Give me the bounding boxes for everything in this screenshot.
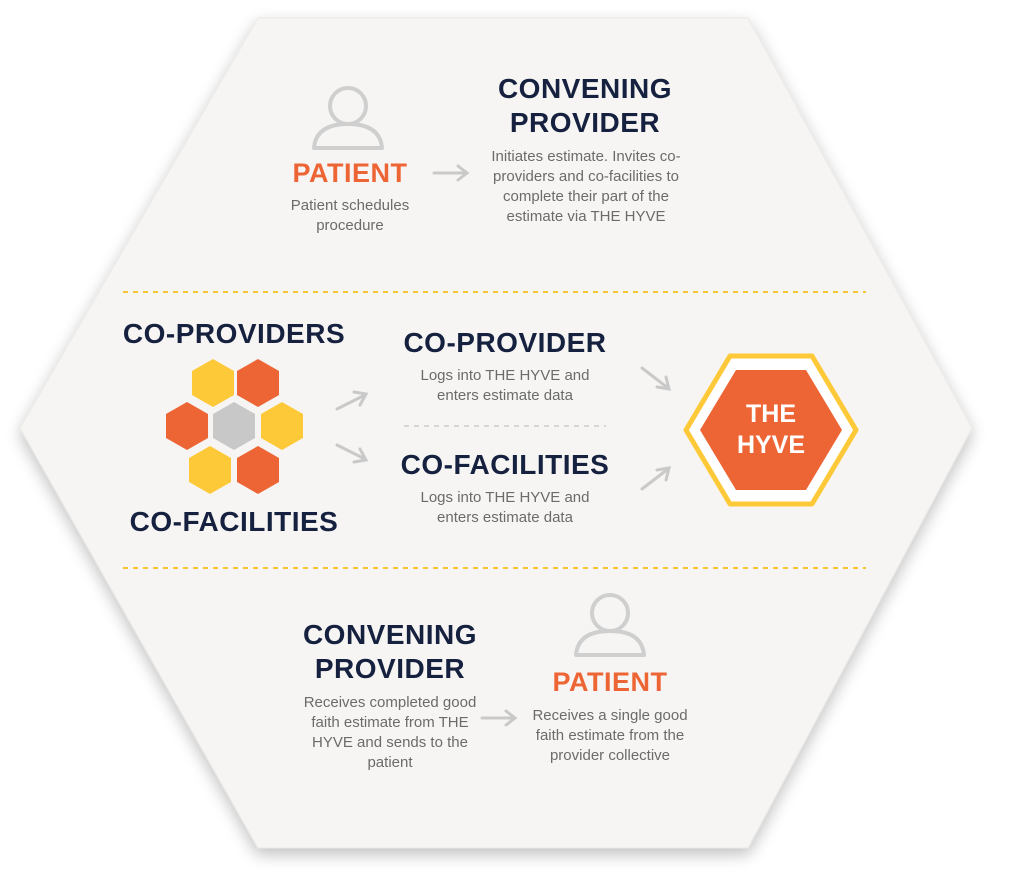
co-provider-title: CO-PROVIDER [403,327,607,358]
convening-provider-final-title-line1: CONVENING [302,619,478,650]
co-provider-description: Logs into THE HYVE and enters estimate d… [420,367,590,404]
honeycomb-cell [237,446,279,494]
convening-provider-final-title-line2: PROVIDER [314,653,466,684]
convening-provider-final-title: CONVENING PROVIDER [275,618,505,686]
arrow-right-icon [432,164,470,182]
patient-final-description: Receives a single good faith estimate fr… [532,707,688,764]
honeycomb-cluster-icon [166,359,303,494]
convening-provider-final-description: Receives completed good faith estimate f… [303,694,477,771]
honeycomb-cell [237,359,279,407]
co-providers-label: CO-PROVIDERS [122,318,346,349]
person-icon [312,86,384,150]
co-facilities-label: CO-FACILITIES [129,506,339,537]
patient-description: Patient schedules procedure [290,197,410,234]
honeycomb-cell [166,402,208,450]
co-facilities-title: CO-FACILITIES [400,449,610,480]
convening-provider-title-line1: CONVENING [497,73,673,104]
arrow-up-right-icon [640,466,672,491]
arrow-up-right-icon [335,390,369,411]
convening-provider-description: Initiates estimate. Invites co-providers… [491,148,681,225]
arrow-down-right-icon [335,443,369,464]
patient-title: PATIENT [292,158,408,188]
honeycomb-cell [192,359,234,407]
co-facilities-description: Logs into THE HYVE and enters estimate d… [420,489,590,526]
convening-provider-title: CONVENING PROVIDER [470,72,700,140]
person-icon [574,593,646,657]
the-hyve-label-line1: THE [746,400,796,428]
the-hyve-label: THE HYVE [711,399,831,461]
patient-final-title: PATIENT [552,667,668,697]
honeycomb-cell [213,402,255,450]
the-hyve-label-line2: HYVE [736,431,806,459]
arrow-right-icon [480,709,518,727]
arrow-down-right-icon [640,366,672,391]
honeycomb-cell [189,446,231,494]
honeycomb-cell [261,402,303,450]
hexagon-badge-icon [683,353,859,507]
main-hexagon-background [19,17,973,849]
convening-provider-title-line2: PROVIDER [509,107,661,138]
